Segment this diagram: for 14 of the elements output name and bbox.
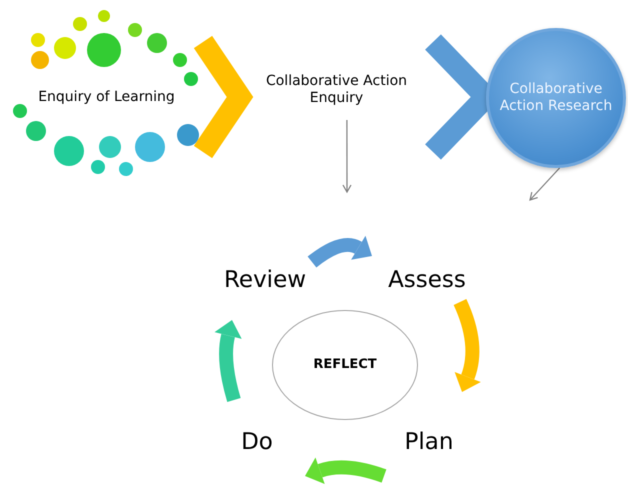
curved-arrow <box>454 299 481 392</box>
curved-arrow <box>305 458 386 484</box>
curved-arrow <box>214 320 242 402</box>
node-label: Collaborative Action Enquiry <box>264 72 408 108</box>
node-label: Review <box>224 266 306 295</box>
node-label: Assess <box>388 266 466 295</box>
node-label: Do <box>241 428 273 457</box>
arrow <box>342 120 352 194</box>
node-label: Enquiry of Learning <box>38 88 175 106</box>
node-label: REFLECT <box>313 356 377 374</box>
curved-arrow <box>308 236 372 268</box>
node-label: Collaborative Action Research <box>498 80 614 116</box>
node-label: Plan <box>404 428 454 457</box>
arrow <box>529 168 560 201</box>
